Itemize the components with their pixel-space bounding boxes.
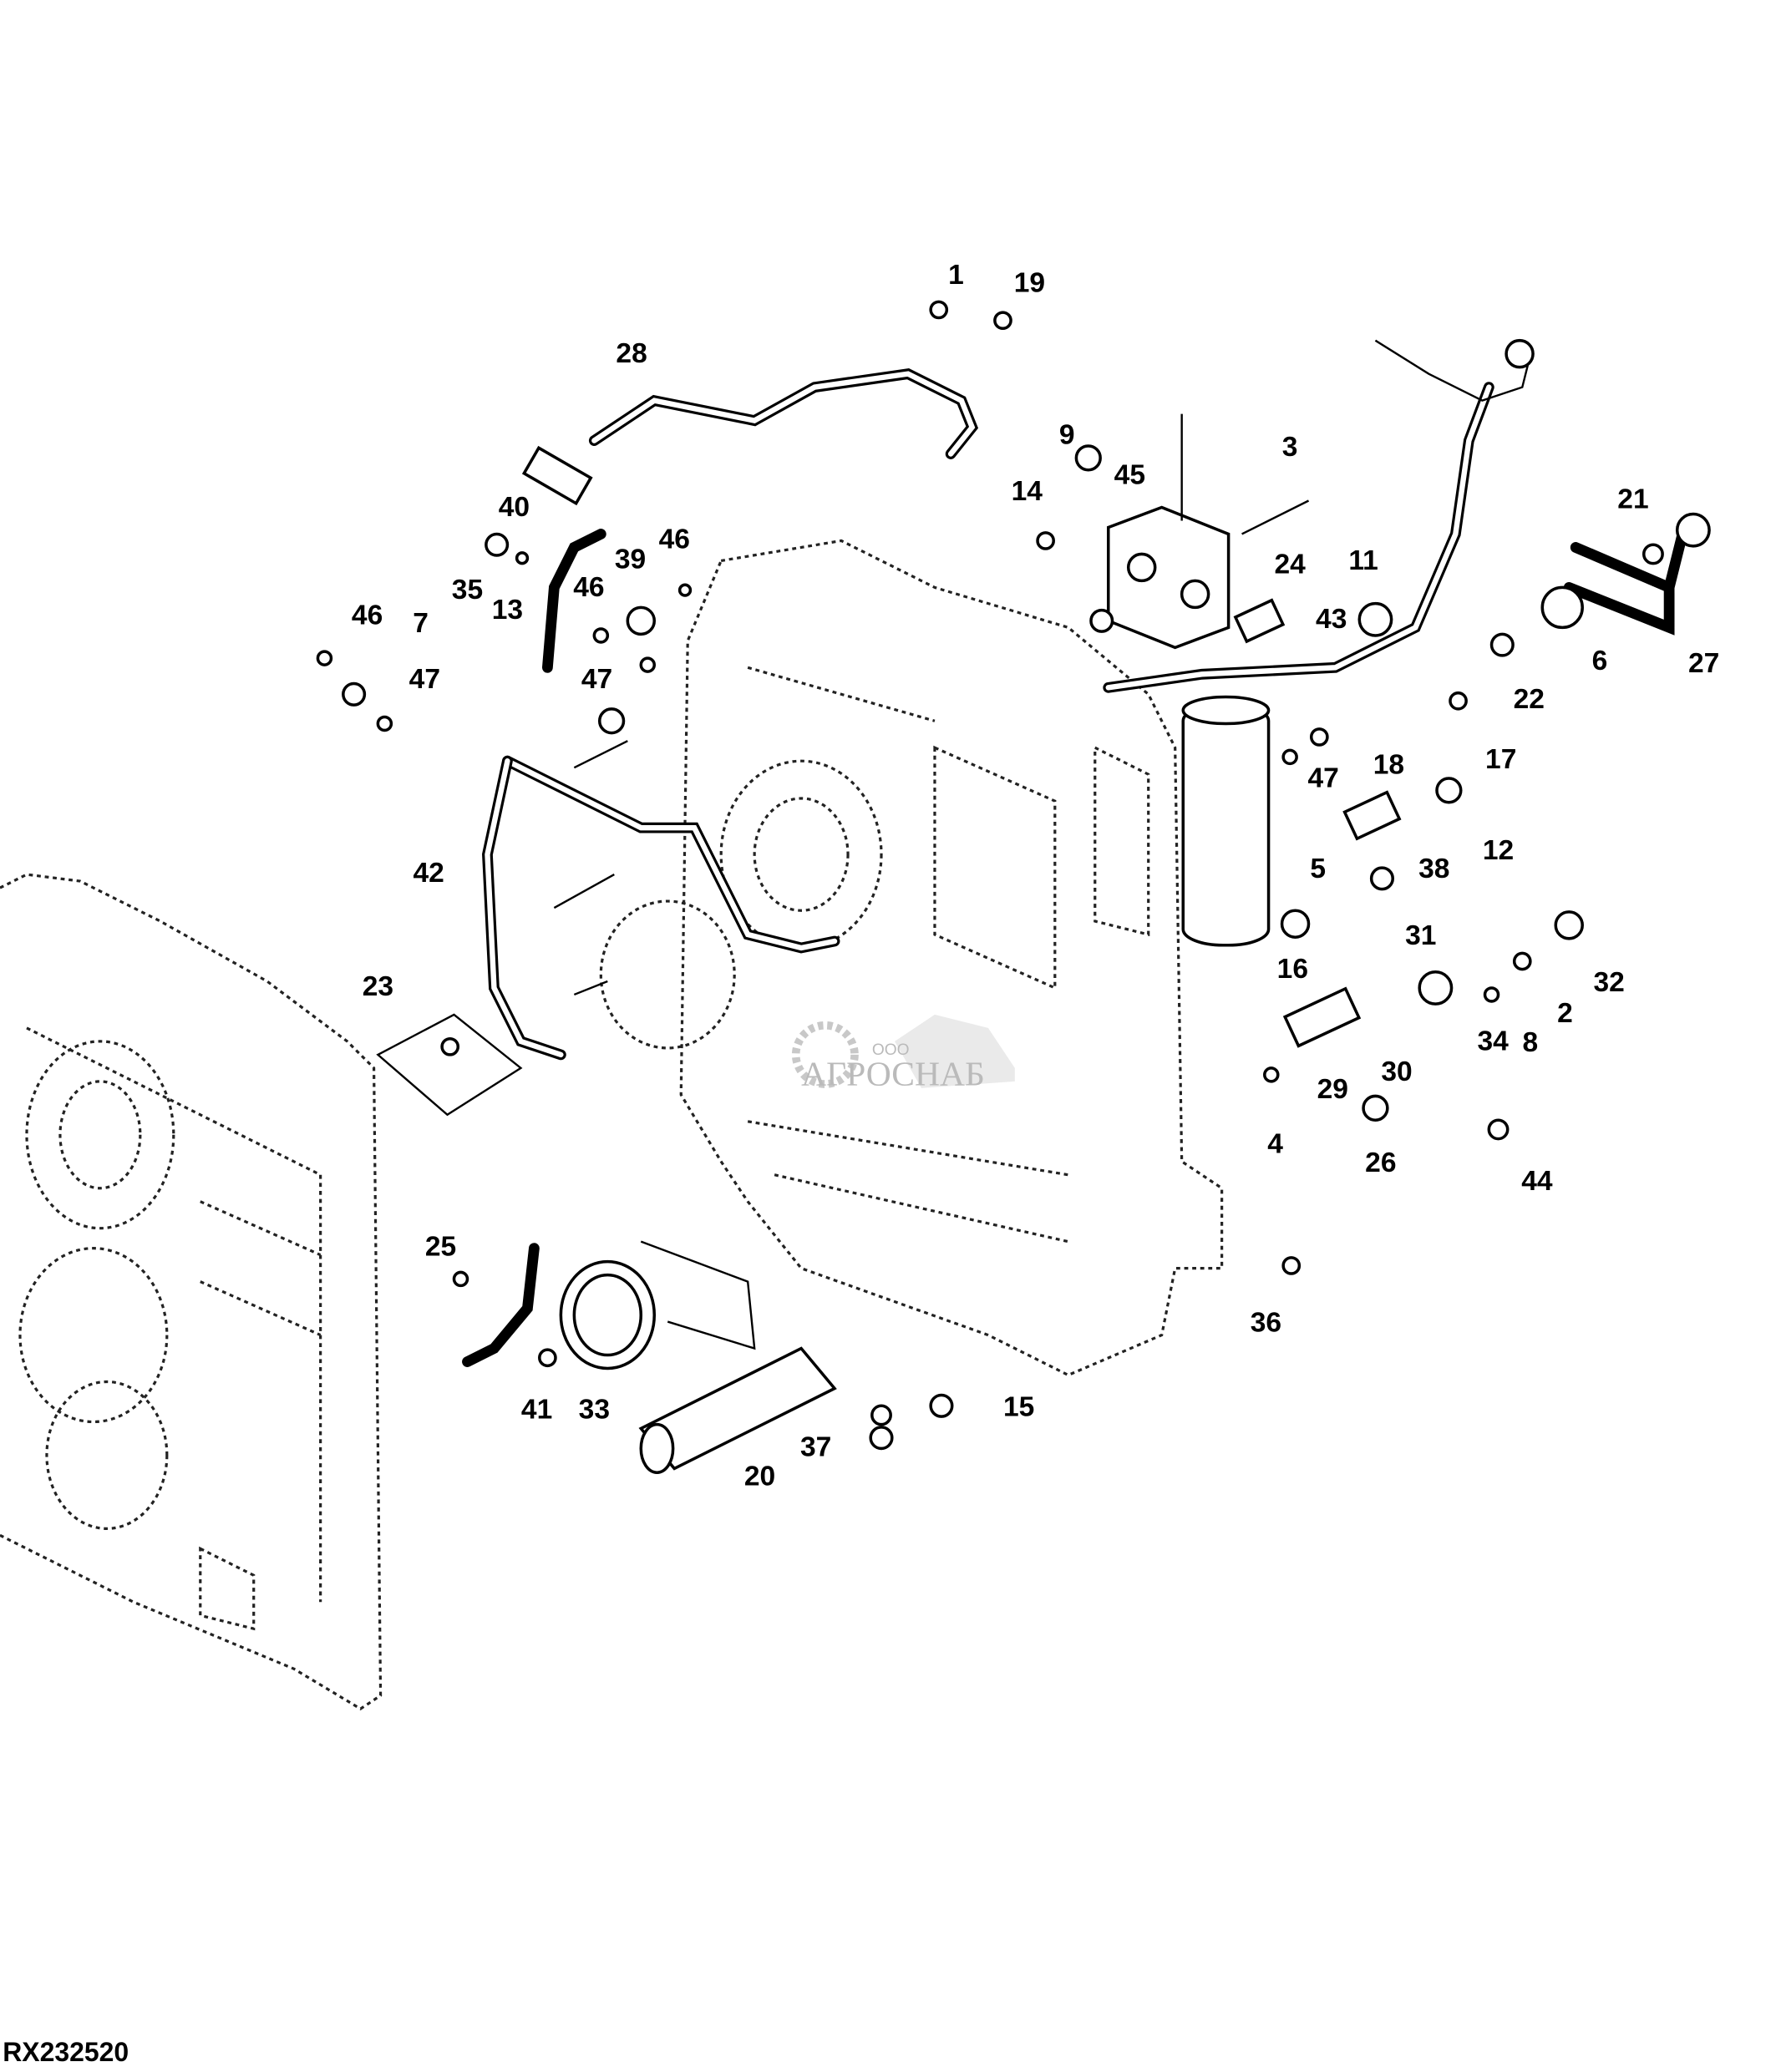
callout-31: 31 (1405, 920, 1436, 951)
part-27-pipe (1563, 529, 1688, 636)
callout-2: 2 (1557, 998, 1573, 1029)
callout-41: 41 (521, 1395, 552, 1426)
callout-24: 24 (1274, 550, 1306, 580)
callout-17: 17 (1485, 744, 1516, 775)
figure-id: RX232520 (3, 2037, 129, 2067)
callout-39: 39 (615, 544, 646, 575)
callout-20: 20 (744, 1461, 775, 1492)
callout-6: 6 (1592, 646, 1608, 676)
callout-22: 22 (1514, 684, 1545, 715)
callout-26: 26 (1365, 1147, 1396, 1178)
callout-11: 11 (1348, 545, 1378, 576)
part-33-seal (559, 1240, 756, 1370)
callout-23: 23 (363, 971, 393, 1002)
callout-3: 3 (1282, 432, 1298, 463)
part-41-pipe (462, 1243, 540, 1367)
callout-5: 5 (1310, 854, 1326, 884)
callout-27: 27 (1688, 648, 1719, 679)
callout-46: 46 (659, 524, 690, 555)
callout-15: 15 (1003, 1391, 1034, 1422)
callout-47: 47 (409, 664, 440, 695)
part-20-screen (638, 1346, 837, 1474)
callout-36: 36 (1251, 1308, 1281, 1339)
callout-45: 45 (1114, 460, 1145, 491)
part-40-fitting (521, 445, 593, 506)
callout-34: 34 (1477, 1026, 1509, 1056)
callout-47: 47 (1307, 762, 1338, 793)
callout-19: 19 (1014, 267, 1045, 298)
agrosnab-watermark-logo: ООО АГРОСНАБ (791, 1014, 1015, 1093)
bolt-42a (553, 740, 628, 996)
callout-40: 40 (499, 492, 530, 523)
callout-44: 44 (1521, 1166, 1553, 1197)
callout-21: 21 (1617, 484, 1648, 514)
callout-18: 18 (1373, 749, 1404, 780)
callout-9: 9 (1059, 420, 1075, 451)
callout-25: 25 (425, 1232, 456, 1263)
callout-33: 33 (579, 1395, 610, 1426)
callout-12: 12 (1483, 835, 1514, 866)
callout-42: 42 (413, 858, 444, 889)
callout-35: 35 (452, 575, 483, 605)
callout-38: 38 (1418, 854, 1449, 884)
part-45-valve-block (1089, 413, 1231, 650)
part-42-hose (482, 755, 840, 1061)
left-housing-outline (0, 873, 383, 1711)
callout-43: 43 (1316, 604, 1347, 635)
callout-7: 7 (413, 608, 429, 639)
callout-32: 32 (1594, 967, 1625, 998)
callout-16: 16 (1277, 954, 1308, 985)
callout-4: 4 (1267, 1128, 1283, 1159)
callout-37: 37 (800, 1431, 831, 1462)
part-40-line (541, 529, 606, 673)
callout-1: 1 (948, 260, 964, 291)
callout-29: 29 (1317, 1074, 1348, 1105)
part-28-tube (588, 368, 979, 459)
callout-46: 46 (573, 572, 604, 603)
callout-8: 8 (1523, 1027, 1539, 1058)
callout-47: 47 (581, 664, 612, 695)
part-23-kit-box (376, 1013, 523, 1117)
center-housing-outline (599, 539, 1224, 1377)
callout-28: 28 (616, 338, 647, 369)
callout-14: 14 (1012, 476, 1043, 507)
part-43-hose (1103, 338, 1535, 693)
callout-46: 46 (352, 600, 383, 631)
callout-30: 30 (1381, 1056, 1412, 1087)
watermark-name: АГРОСНАБ (801, 1055, 985, 1093)
small-fittings (316, 300, 1711, 1451)
part-3-bolt (1241, 499, 1310, 535)
part-16-filter (1181, 695, 1271, 947)
watermark-prefix: ООО (872, 1041, 910, 1059)
callout-13: 13 (492, 595, 523, 626)
